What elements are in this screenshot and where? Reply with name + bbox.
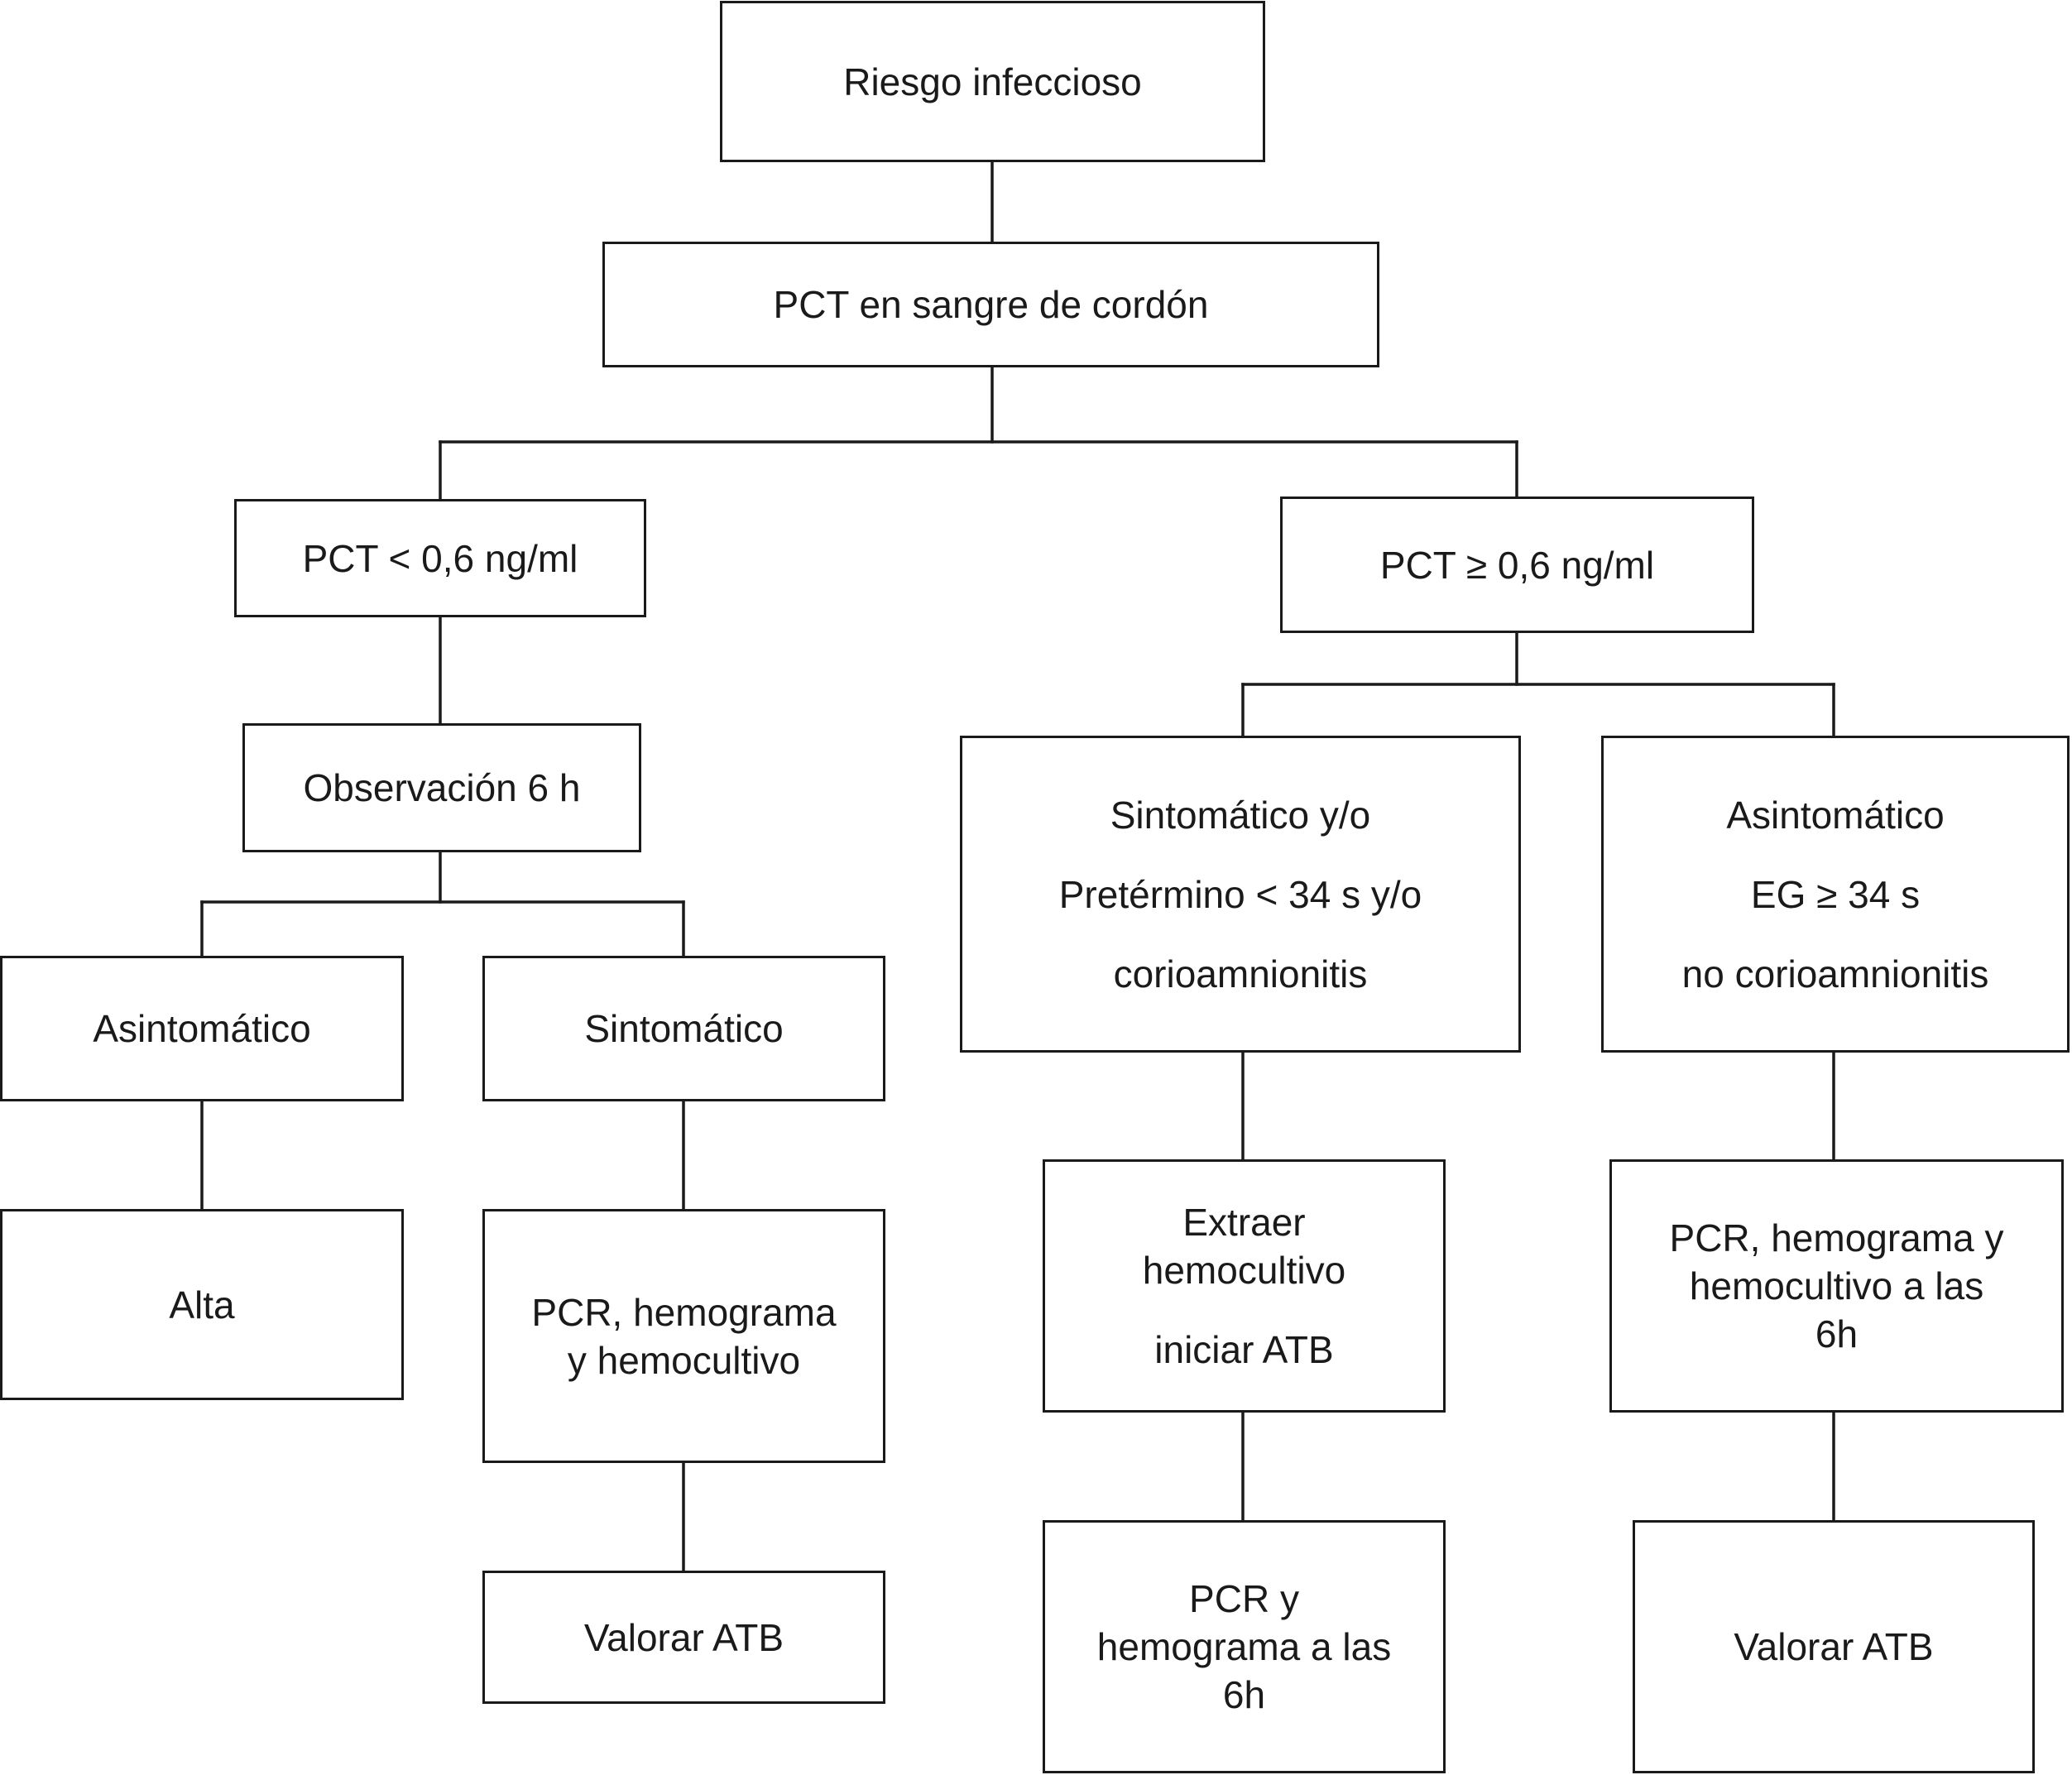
- node-pcr-hemograma-hemocultivo-6h: PCR, hemograma y hemocultivo a las 6h: [1609, 1159, 2064, 1413]
- node-pct-mayor: PCT ≥ 0,6 ng/ml: [1280, 497, 1754, 633]
- node-text: PCT en sangre de cordón: [773, 283, 1209, 326]
- node-sintomatico: Sintomático: [482, 956, 885, 1101]
- node-text: PCR y: [1189, 1577, 1299, 1620]
- node-extraer-hemocultivo: Extraer hemocultivo iniciar ATB: [1043, 1159, 1446, 1413]
- node-pcr-hemograma-6h: PCR y hemograma a las 6h: [1043, 1520, 1446, 1773]
- node-sintomatico-pretermino: Sintomático y/o Pretérmino < 34 s y/o co…: [960, 736, 1521, 1053]
- node-text: PCR, hemograma y: [1669, 1216, 2004, 1259]
- node-text: PCT ≥ 0,6 ng/ml: [1379, 543, 1655, 587]
- node-text: Asintomático: [93, 1007, 311, 1050]
- node-text: Valorar ATB: [583, 1615, 784, 1659]
- node-asintomatico-eg: Asintomático EG ≥ 34 s no corioamnioniti…: [1601, 736, 2070, 1053]
- node-text: PCR, hemograma: [531, 1290, 837, 1334]
- node-asintomatico: Asintomático: [0, 956, 404, 1101]
- node-observacion: Observación 6 h: [242, 723, 641, 852]
- node-alta: Alta: [0, 1209, 404, 1400]
- node-text: 6h: [1815, 1312, 1859, 1355]
- node-text: Pretérmino < 34 s y/o: [1058, 872, 1422, 916]
- node-text: Sintomático y/o: [1110, 793, 1371, 837]
- node-text: hemocultivo a las: [1689, 1264, 1984, 1307]
- node-text: hemocultivo: [1142, 1249, 1346, 1292]
- node-text: Observación 6 h: [303, 766, 581, 809]
- node-text: 6h: [1222, 1673, 1266, 1716]
- node-text: Asintomático: [1726, 793, 1945, 837]
- node-pcr-hemograma-hemocultivo: PCR, hemograma y hemocultivo: [482, 1209, 885, 1463]
- node-text: Extraer: [1182, 1201, 1306, 1244]
- node-valorar-atb-right: Valorar ATB: [1633, 1520, 2035, 1773]
- node-text: corioamnionitis: [1113, 952, 1368, 995]
- node-text: EG ≥ 34 s: [1750, 872, 1921, 916]
- node-text: Riesgo infeccioso: [843, 60, 1142, 103]
- node-text: hemograma a las: [1096, 1625, 1392, 1668]
- node-text: Valorar ATB: [1734, 1625, 1934, 1668]
- node-pct-menor: PCT < 0,6 ng/ml: [234, 499, 646, 617]
- node-riesgo-infeccioso: Riesgo infeccioso: [720, 1, 1265, 162]
- node-text: y hemocultivo: [567, 1338, 801, 1382]
- node-text: PCT < 0,6 ng/ml: [302, 536, 578, 580]
- node-text: Sintomático: [584, 1007, 784, 1050]
- node-text: iniciar ATB: [1154, 1328, 1334, 1371]
- node-valorar-atb-left: Valorar ATB: [482, 1571, 885, 1704]
- node-pct-sangre-cordon: PCT en sangre de cordón: [602, 242, 1379, 367]
- node-text: Alta: [169, 1283, 235, 1326]
- node-text: no corioamnionitis: [1681, 952, 1989, 995]
